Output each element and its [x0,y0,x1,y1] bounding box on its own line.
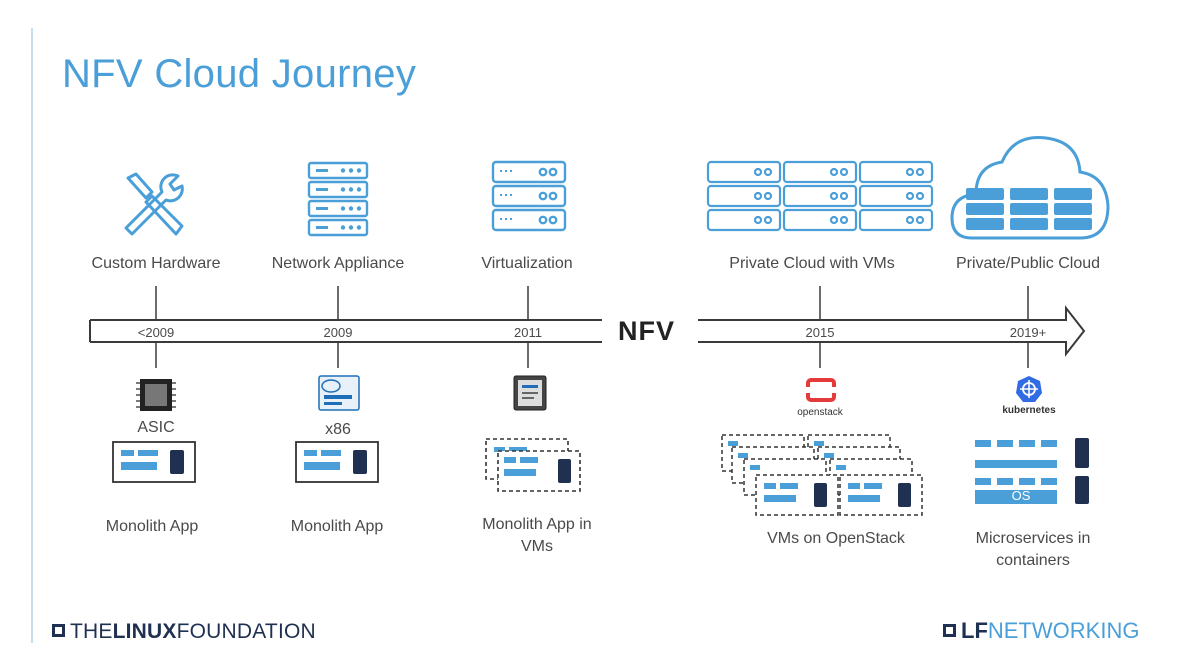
lf-logo-suffix: FOUNDATION [176,620,316,643]
server-stack-icon [491,160,567,232]
year-label-2: 2009 [323,325,353,340]
intel-xeon-badge-icon [513,375,547,411]
lf-logo-bold: LINUX [112,620,177,643]
year-label-4: 2015 [805,325,835,340]
monolith-app-box-2 [295,441,379,483]
lfn-square-icon [943,624,956,637]
nfv-label: NFV [618,316,675,346]
server-rack-icon [307,161,369,237]
stage-label-public-cloud: Private/Public Cloud [955,255,1101,272]
asic-chip-icon [136,379,176,411]
openstack-vm-grid-icon [721,434,923,516]
left-rule [31,28,33,643]
lfn-logo-suffix: NETWORKING [987,618,1140,643]
lf-logo-prefix: THE [70,620,113,643]
wrench-screwdriver-icon [124,172,184,236]
page-title: NFV Cloud Journey [62,52,417,96]
monolith-app-box-1 [112,441,196,483]
timeline-arrow [89,286,1086,368]
chip-label-asic: ASIC [137,419,175,436]
app-label-3: Monolith App in VMs [482,516,592,555]
year-label-1: <2009 [137,325,175,340]
kubernetes-logo-icon [1016,376,1042,402]
kubernetes-wordmark: kubernetes [1002,405,1056,416]
vm-app-stack-icon [485,438,581,492]
app-label-2: Monolith App [290,518,384,535]
stage-label-private-cloud: Private Cloud with VMs [729,255,895,272]
linux-foundation-logo: THELINUXFOUNDATION [52,620,316,644]
intel-pentium-badge-icon [318,375,360,411]
server-grid-icon [706,160,934,232]
openstack-wordmark: openstack [797,407,843,418]
stage-label-virtualization: Virtualization [481,255,573,272]
app-label-5: Microservices in containers [975,530,1091,569]
stage-label-network-appliance: Network Appliance [271,255,405,272]
year-label-3: 2011 [514,325,542,340]
os-label: OS [1011,488,1031,503]
app-label-4: VMs on OpenStack [767,530,905,547]
stage-label-custom-hardware: Custom Hardware [91,255,221,272]
app-label-1: Monolith App [105,518,199,535]
lf-square-icon [52,624,65,637]
openstack-logo-icon [806,378,836,402]
lfn-logo-bold: LF [961,618,988,643]
lf-networking-logo: LFNETWORKING [943,618,1139,644]
microservices-containers-icon [975,438,1089,504]
year-label-5: 2019+ [1009,325,1047,340]
cloud-servers-icon [950,136,1110,240]
chip-label-x86: x86 [325,421,351,438]
